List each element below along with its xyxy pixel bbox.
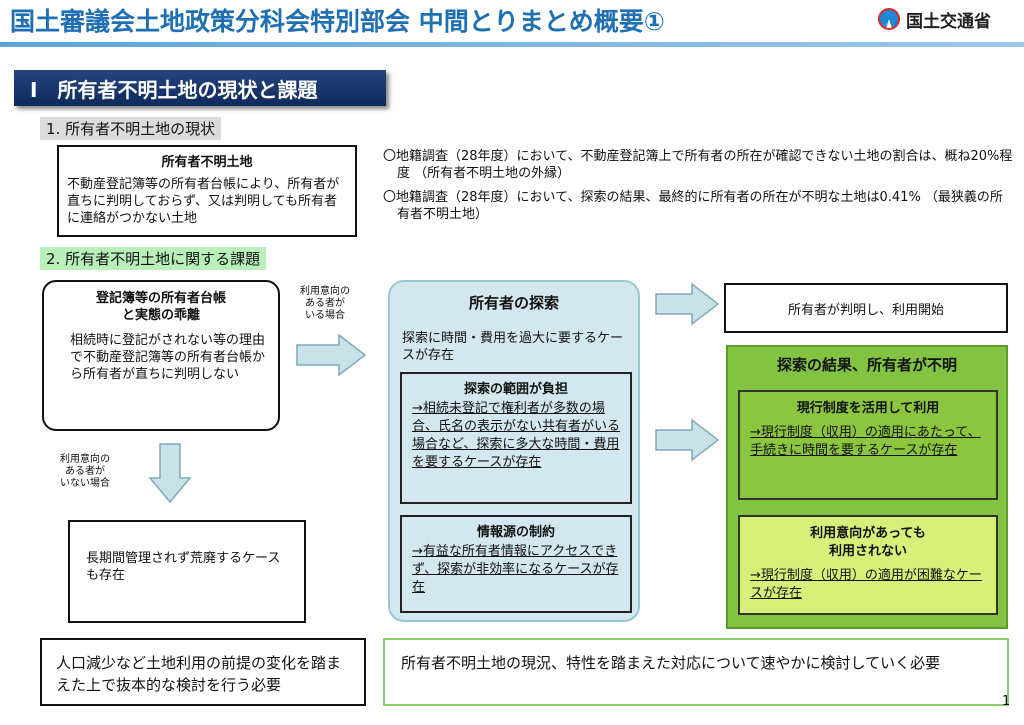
page-number: 1 bbox=[1002, 694, 1011, 709]
info-source-box: 情報源の制約 →有益な所有者情報にアクセスできず、探索が非効率になるケースが存在 bbox=[400, 515, 632, 613]
not-utilized-body: →現行制度（収用）の適用が困難なケースが存在 bbox=[750, 568, 982, 601]
mlit-logo-icon bbox=[878, 8, 900, 30]
search-scope-box: 探索の範囲が負担 →相続未登記で権利者が多数の場合、氏名の表示がない共有者がいる… bbox=[400, 372, 632, 504]
not-utilized-title: 利用意向があっても 利用されない bbox=[810, 526, 926, 559]
not-utilized-box: 利用意向があっても 利用されない →現行制度（収用）の適用が困難なケースが存在 bbox=[738, 515, 998, 615]
page-title: 国土審議会土地政策分科会特別部会 中間とりまとめ概要① bbox=[10, 7, 665, 36]
owner-search-title: 所有者の探索 bbox=[468, 294, 559, 312]
registry-gap-body: 相続時に登記がされない等の理由で不動産登記簿等の所有者台帳から所有者が直ちに判明… bbox=[70, 333, 266, 382]
logo-text: 国土交通省 bbox=[906, 11, 991, 32]
conclusion-left: 人口減少など土地利用の前提の変化を踏まえた上で抜本的な検討を行う必要 bbox=[40, 638, 366, 706]
arrow-right-icon bbox=[296, 333, 367, 377]
current-system-box: 現行制度を活用して利用 →現行制度（収用）の適用にあたって、手続きに時間を要する… bbox=[738, 390, 998, 500]
owner-found-box: 所有者が判明し、利用開始 bbox=[724, 283, 1008, 333]
registry-gap-title: 登記簿等の所有者台帳 と実態の乖離 bbox=[95, 291, 226, 323]
abandoned-land-box: 長期間管理されず荒廃するケースも存在 bbox=[68, 520, 306, 623]
title-underline bbox=[0, 42, 1024, 47]
section-heading: Ⅰ 所有者不明土地の現状と課題 bbox=[14, 70, 386, 106]
conclusion-right: 所有者不明土地の現況、特性を踏まえた対応について速やかに検討していく必要 bbox=[383, 638, 1009, 706]
subsection-2-label: 2. 所有者不明土地に関する課題 bbox=[40, 247, 267, 270]
current-system-title: 現行制度を活用して利用 bbox=[796, 401, 940, 416]
owner-search-desc: 探索に時間・費用を過大に要するケースが存在 bbox=[402, 331, 624, 363]
note-without-intent: 利用意向の ある者が いない場合 bbox=[60, 454, 110, 489]
note-with-intent: 利用意向の ある者が いる場合 bbox=[300, 286, 350, 321]
arrow-down-icon bbox=[148, 443, 192, 504]
bullet-item: 〇地籍調査（28年度）において、不動産登記簿上で所有者の所在が確認できない土地の… bbox=[383, 149, 1013, 181]
search-scope-title: 探索の範囲が負担 bbox=[463, 382, 568, 397]
info-source-title: 情報源の制約 bbox=[476, 525, 555, 540]
definition-body: 不動産登記簿等の所有者台帳により、所有者が直ちに判明しておらず、又は判明しても所… bbox=[67, 177, 340, 226]
current-system-body: →現行制度（収用）の適用にあたって、手続きに時間を要するケースが存在 bbox=[750, 425, 981, 458]
arrow-right-icon bbox=[655, 418, 720, 462]
ministry-logo: 国土交通省 bbox=[878, 6, 1018, 32]
definition-title: 所有者不明土地 bbox=[161, 155, 253, 170]
status-bullets: 〇地籍調査（28年度）において、不動産登記簿上で所有者の所在が確認できない土地の… bbox=[383, 148, 1013, 230]
arrow-right-icon bbox=[655, 282, 720, 326]
registry-gap-box: 登記簿等の所有者台帳 と実態の乖離 相続時に登記がされない等の理由で不動産登記簿… bbox=[42, 280, 280, 431]
definition-box: 所有者不明土地 不動産登記簿等の所有者台帳により、所有者が直ちに判明しておらず、… bbox=[57, 145, 357, 237]
subsection-1-label: 1. 所有者不明土地の現状 bbox=[40, 117, 222, 140]
bullet-item: 〇地籍調査（28年度）において、探索の結果、最終的に所有者の所在が不明な土地は0… bbox=[383, 190, 1003, 222]
owner-unknown-title: 探索の結果、所有者が不明 bbox=[776, 356, 957, 374]
search-scope-body: →相続未登記で権利者が多数の場合、氏名の表示がない共有者がいる場合など、探索に多… bbox=[412, 401, 621, 470]
info-source-body: →有益な所有者情報にアクセスできず、探索が非効率になるケースが存在 bbox=[412, 544, 619, 595]
